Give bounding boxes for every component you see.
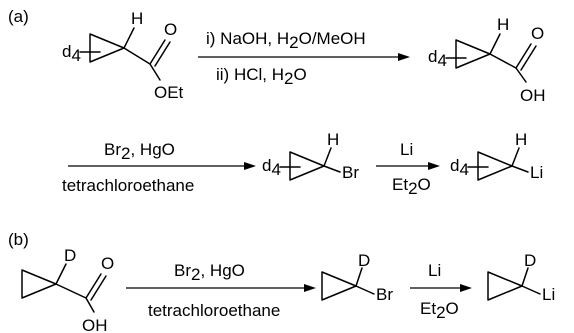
li-bond <box>521 285 541 295</box>
li-label: Li <box>542 285 555 304</box>
d4-label: d4 <box>62 42 81 65</box>
ester-o-bond <box>149 63 161 81</box>
br-bond <box>323 165 341 173</box>
cyclopropane-ring <box>21 269 57 299</box>
carbonyl-double-bond-1 <box>85 273 102 299</box>
reaction-arrow-b2: Li Et2O <box>410 261 472 322</box>
carbonyl-o-label: O <box>164 20 177 39</box>
reagent-top: Li <box>400 140 413 159</box>
arrow-head <box>460 284 472 292</box>
d-bond <box>55 263 67 285</box>
carbonyl-double-bond-1 <box>149 39 166 65</box>
reaction-arrow-a3: Li Et2O <box>376 140 440 198</box>
cyclopropane-ring <box>89 33 125 63</box>
d4-label: d4 <box>428 47 447 70</box>
br-label: Br <box>376 285 393 304</box>
arrow-head <box>244 162 256 170</box>
h-bond <box>323 147 332 167</box>
carbonyl-o-label: O <box>531 24 544 43</box>
arrow-head <box>428 162 440 170</box>
d-bond <box>355 267 363 287</box>
part-a-label: (a) <box>8 7 29 26</box>
hydroxyl-bond <box>85 297 95 313</box>
c-alpha-bond <box>489 53 517 69</box>
acid-structure: d4 H O OH <box>428 15 546 105</box>
li-bond <box>511 165 529 173</box>
part-a: (a) d4 H O OEt i) NaOH, H2O/MeOH ii) HCl… <box>8 7 546 198</box>
arrow-head <box>304 284 316 292</box>
oet-label: OEt <box>154 83 184 102</box>
c-alpha-bond <box>55 283 87 299</box>
c-alpha-bond <box>123 47 151 65</box>
br-bond <box>355 285 375 295</box>
bromide-structure: D Br <box>321 251 393 304</box>
oh-label: OH <box>82 316 108 333</box>
d-bond <box>521 267 529 287</box>
h-label: H <box>515 130 527 149</box>
h-bond <box>489 33 501 55</box>
carbonyl-double-bond-2 <box>520 45 537 71</box>
d-label: D <box>358 251 370 270</box>
reagent-bottom: tetrachloroethane <box>62 176 194 195</box>
reaction-arrow-a1: i) NaOH, H2O/MeOH ii) HCl, H2O <box>198 29 410 88</box>
h-label: H <box>327 130 339 149</box>
arrow-head <box>398 53 410 61</box>
ester-structure: d4 H O OEt <box>62 9 184 102</box>
reagent-bottom: Et2O <box>420 299 459 322</box>
carbonyl-double-bond-2 <box>154 41 171 67</box>
reagent-top: Br2, HgO <box>174 261 245 284</box>
acid-structure: D O OH <box>21 246 114 333</box>
reaction-arrow-a2: Br2, HgO tetrachloroethane <box>62 140 256 195</box>
reagent-top: Br2, HgO <box>104 140 175 163</box>
h-label: H <box>131 9 143 28</box>
bromide-structure: d4 H Br <box>262 130 359 182</box>
carbonyl-double-bond-2 <box>90 275 107 301</box>
cyclopropane-ring <box>477 151 513 181</box>
cyclopropane-ring <box>321 271 357 301</box>
d4-label: d4 <box>450 156 469 179</box>
reagent-bottom: Et2O <box>392 175 431 198</box>
h-bond <box>123 27 135 49</box>
d4-label: d4 <box>262 156 281 179</box>
hydroxyl-bond <box>515 67 527 83</box>
cyclopropane-ring <box>487 271 523 301</box>
reaction-arrow-b1: Br2, HgO tetrachloroethane <box>126 261 316 320</box>
d-label: D <box>524 251 536 270</box>
carbonyl-o-label: O <box>101 254 114 273</box>
reagent-i: i) NaOH, H2O/MeOH <box>206 29 366 52</box>
part-b-label: (b) <box>8 230 29 249</box>
lithium-structure: d4 H Li <box>450 130 543 182</box>
oh-label: OH <box>520 86 546 105</box>
h-label: H <box>497 15 509 34</box>
d-label: D <box>64 246 76 265</box>
cyclopropane-ring <box>289 151 325 181</box>
h-bond <box>511 147 520 167</box>
reagent-top: Li <box>428 261 441 280</box>
reagent-bottom: tetrachloroethane <box>148 301 280 320</box>
carbonyl-double-bond-1 <box>515 43 532 69</box>
part-b: (b) D O OH Br2, HgO tetrachloroethane D <box>8 230 555 333</box>
reagent-ii: ii) HCl, H2O <box>216 65 307 88</box>
li-label: Li <box>530 163 543 182</box>
lithium-structure: D Li <box>487 251 555 304</box>
br-label: Br <box>342 163 359 182</box>
cyclopropane-ring <box>455 39 491 69</box>
